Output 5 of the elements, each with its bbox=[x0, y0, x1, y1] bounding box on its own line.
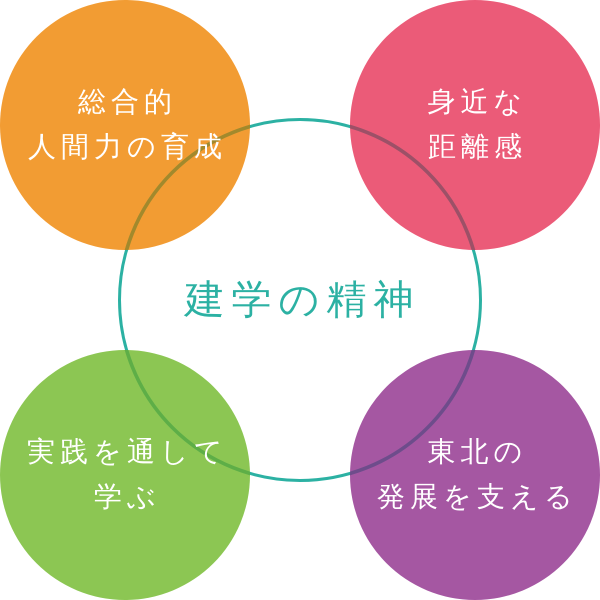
circle-label: 実践を通して学ぶ bbox=[26, 436, 228, 515]
circle-label: 身近な距離感 bbox=[426, 86, 528, 165]
circle-label: 東北の発展を支える bbox=[376, 436, 578, 515]
center-label: 建学の精神 bbox=[183, 276, 420, 324]
circle-label: 総合的人間力の育成 bbox=[27, 86, 227, 165]
